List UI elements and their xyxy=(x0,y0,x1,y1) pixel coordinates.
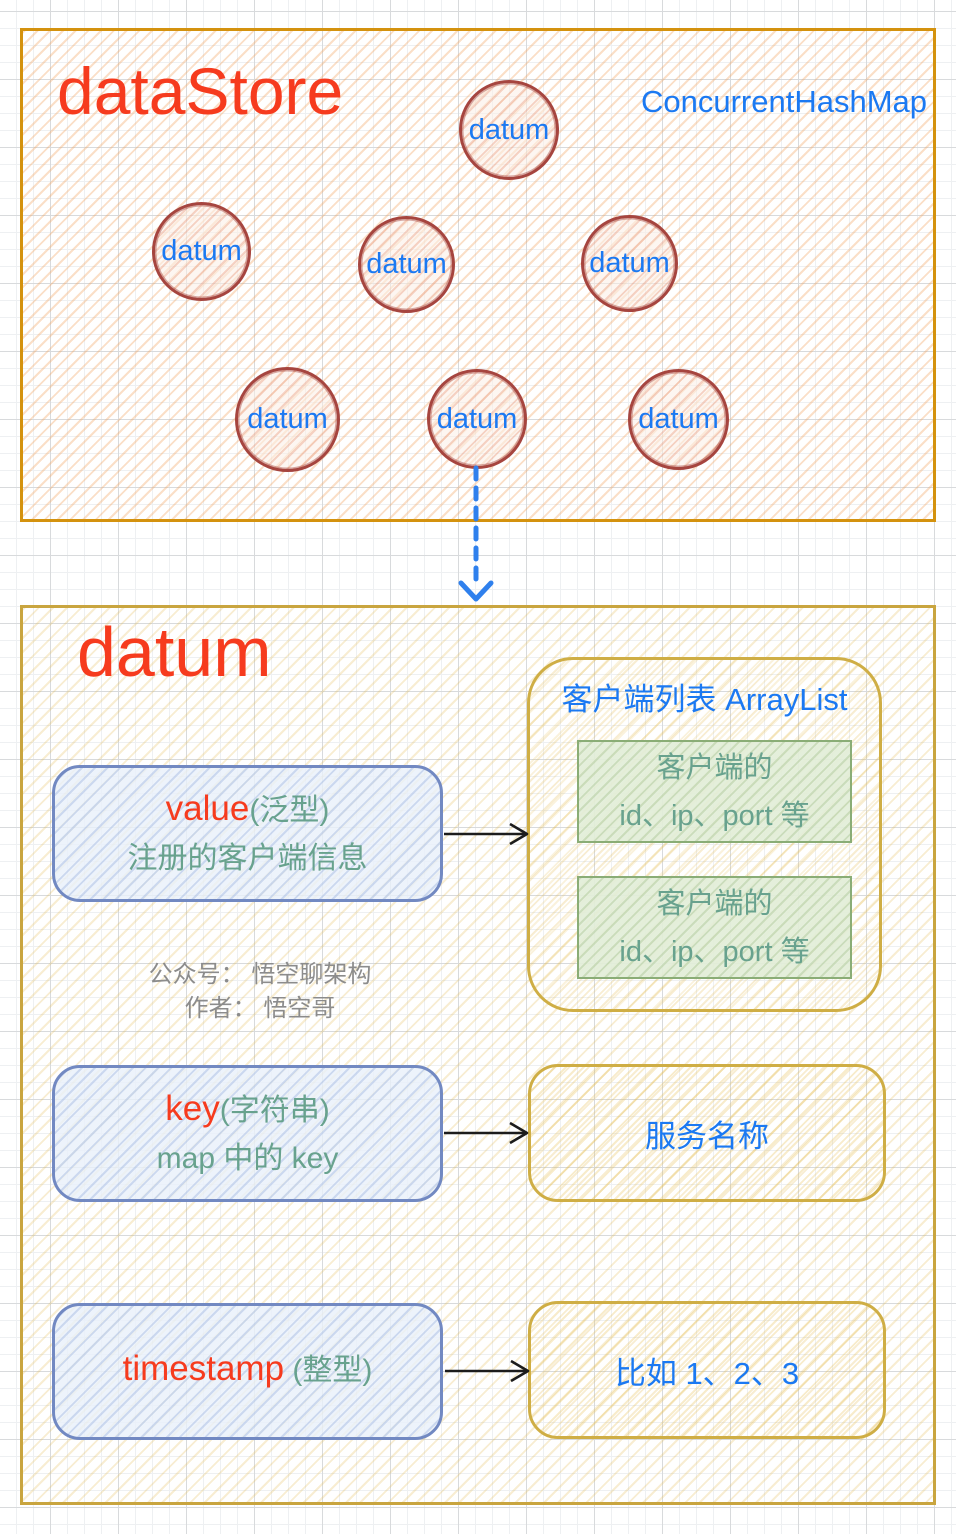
concurrenthashmap-label: ConcurrentHashMap xyxy=(640,84,927,119)
service-name-label: 服务名称 xyxy=(645,1118,769,1154)
field-key-type: (字符串) xyxy=(219,1094,330,1127)
field-timestamp-title: timestamp (整型) xyxy=(123,1347,373,1397)
datastore-to-datum-arrow xyxy=(458,465,494,602)
arrowhead-right xyxy=(509,1121,529,1145)
datum-circle: datum xyxy=(628,369,729,470)
datum-circle: datum xyxy=(358,216,455,313)
datum-circle-label: datum xyxy=(161,235,242,267)
client-entry-line1: 客户端的 xyxy=(656,751,773,784)
arraylist-box: 客户端列表 ArrayList 客户端的 id、ip、port 等 客户端的 i… xyxy=(527,657,882,1012)
field-value-type: (泛型) xyxy=(249,794,330,827)
datum-circle-label: datum xyxy=(589,247,670,279)
arraylist-title: 客户端列表 ArrayList xyxy=(561,682,848,717)
datum-box: datum 客户端列表 ArrayList 客户端的 id、ip、port 等 … xyxy=(20,605,936,1505)
arrowhead-right xyxy=(509,822,529,846)
client-entry-line1: 客户端的 xyxy=(656,887,773,920)
arrowhead-right xyxy=(510,1359,530,1383)
field-key-desc: map 中的 key xyxy=(156,1142,339,1175)
watermark: 公众号： 悟空聊架构 作者： 悟空哥 xyxy=(120,958,400,1026)
datum-circle: datum xyxy=(427,369,527,469)
datastore-title: dataStore xyxy=(57,54,344,128)
example-label: 比如 1、2、3 xyxy=(614,1355,800,1391)
example-box: 比如 1、2、3 xyxy=(528,1301,886,1439)
field-timestamp-box: timestamp (整型) xyxy=(52,1303,443,1440)
timestamp-to-example-arrow xyxy=(445,1359,530,1383)
field-value-title: value(泛型) xyxy=(166,787,330,837)
datum-circle: datum xyxy=(459,80,559,180)
datastore-box: dataStore ConcurrentHashMap datum datum … xyxy=(20,28,936,522)
field-value-name: value xyxy=(165,789,250,828)
field-key-name: key xyxy=(165,1089,220,1128)
arrowhead-down xyxy=(458,580,494,602)
client-entry-line2: id、ip、port 等 xyxy=(619,799,810,832)
datum-circle-label: datum xyxy=(468,113,550,146)
service-name-box: 服务名称 xyxy=(528,1064,886,1202)
client-entry-box: 客户端的 id、ip、port 等 xyxy=(577,876,852,979)
datum-circle-label: datum xyxy=(366,248,447,280)
value-to-arraylist-arrow xyxy=(444,822,529,846)
key-to-service-arrow xyxy=(444,1121,529,1145)
client-entry-box: 客户端的 id、ip、port 等 xyxy=(577,740,852,843)
datum-circle: datum xyxy=(152,202,251,301)
datum-circle: datum xyxy=(235,367,340,472)
datum-circle: datum xyxy=(581,215,678,312)
field-value-box: value(泛型) 注册的客户端信息 xyxy=(52,765,443,902)
field-value-desc: 注册的客户端信息 xyxy=(127,842,368,875)
datum-circle-label: datum xyxy=(436,402,518,435)
datum-title: datum xyxy=(77,613,272,691)
field-timestamp-type: (整型) xyxy=(284,1353,373,1387)
watermark-line1: 公众号： 悟空聊架构 xyxy=(148,961,372,988)
datum-circle-label: datum xyxy=(638,403,719,435)
datum-circle-label: datum xyxy=(247,403,328,435)
field-timestamp-name: timestamp xyxy=(122,1348,285,1388)
field-key-box: key(字符串) map 中的 key xyxy=(52,1065,443,1202)
watermark-line2: 作者： 悟空哥 xyxy=(184,995,336,1022)
field-key-title: key(字符串) xyxy=(165,1087,329,1137)
client-entry-line2: id、ip、port 等 xyxy=(619,935,810,968)
